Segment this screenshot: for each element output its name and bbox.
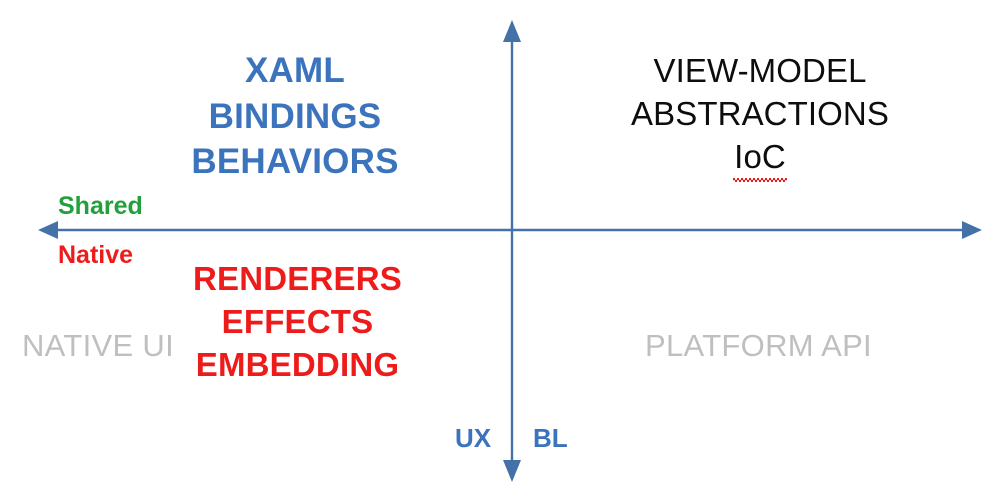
spellcheck-underlined-term: IoC <box>733 136 787 182</box>
watermark-native-ui: NATIVE UI <box>22 328 174 363</box>
axis-label-shared: Shared <box>58 192 143 220</box>
quadrant-bottom-left-line-2: EFFECTS <box>221 302 374 340</box>
axis-arrow-left-icon <box>38 221 58 239</box>
axis-arrow-up-icon <box>503 20 521 42</box>
quadrant-top-right-line-2: ABSTRACTIONS <box>631 94 889 132</box>
quadrant-top-left-line-2: BINDINGS <box>208 96 382 136</box>
axis-arrow-down-icon <box>503 460 521 482</box>
quadrant-top-right-line-3: IoC <box>610 136 910 182</box>
watermark-platform-api: PLATFORM API <box>645 328 872 363</box>
quadrant-bottom-left-line-3: EMBEDDING <box>195 345 400 383</box>
axis-label-ux: UX <box>455 423 492 453</box>
quadrant-bottom-left-line-1: RENDERERS <box>192 260 402 297</box>
quadrant-top-left-line-3: BEHAVIORS <box>191 142 399 181</box>
axis-label-bl: BL <box>533 423 568 453</box>
quadrant-bottom-left: RENDERERS EFFECTS EMBEDDING <box>150 258 445 387</box>
quadrant-top-left: XAML BINDINGS BEHAVIORS <box>150 48 440 185</box>
quadrant-top-right-line-1: VIEW-MODEL <box>653 52 867 89</box>
axis-arrow-right-icon <box>962 221 982 239</box>
quadrant-top-left-line-1: XAML <box>245 51 345 90</box>
quadrant-top-right: VIEW-MODEL ABSTRACTIONS IoC <box>610 50 910 182</box>
axis-label-native: Native <box>58 241 134 269</box>
